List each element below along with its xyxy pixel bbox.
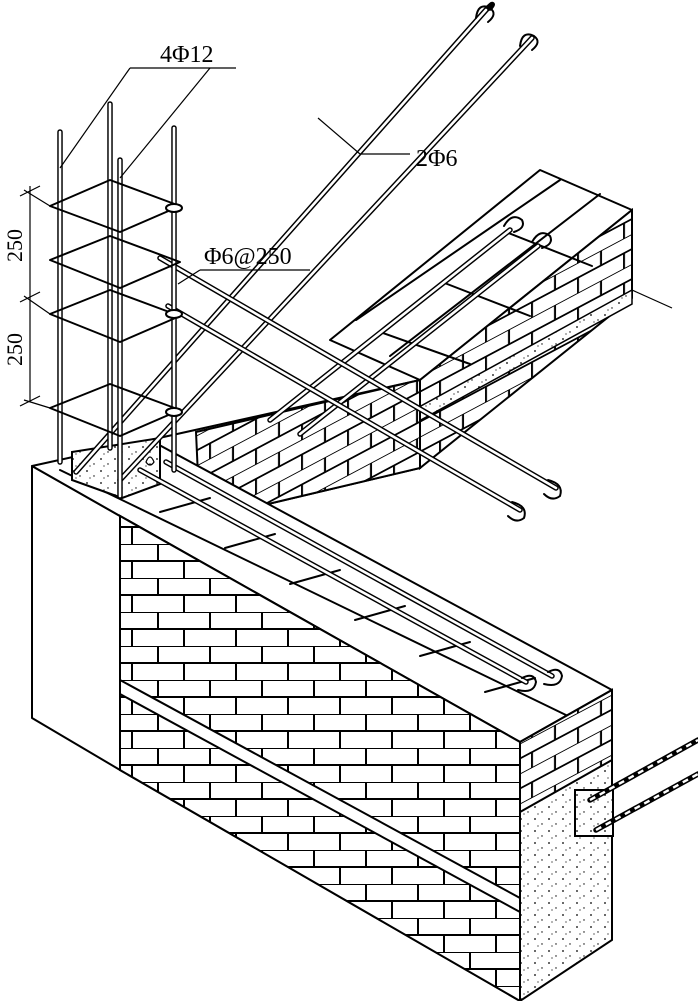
dimension-upper-spacing: 250	[2, 229, 27, 262]
label-tie-bars: 2Φ6	[416, 146, 458, 172]
front-wall	[31, 439, 614, 1001]
leader-lines	[59, 67, 410, 285]
vertical-bars-4phi12	[57, 101, 177, 499]
stirrups-phi6-at-250	[49, 179, 183, 437]
tie-bars-2phi6	[73, 1, 563, 692]
dimension-lines	[19, 185, 51, 409]
dimension-lower-spacing: 250	[2, 333, 27, 366]
label-stirrups: Φ6@250	[204, 244, 292, 270]
label-vertical-bars: 4Φ12	[160, 42, 214, 68]
projecting-tie-bars	[587, 737, 698, 833]
